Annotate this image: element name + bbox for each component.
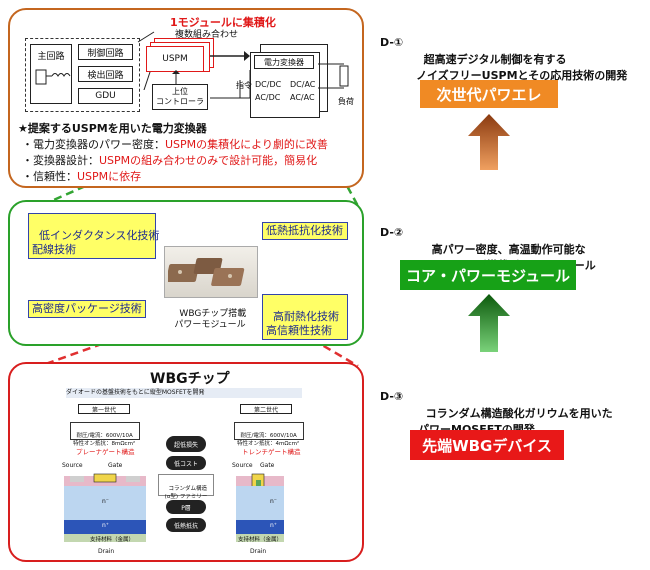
pill-low-cost: 低コスト: [166, 456, 206, 470]
d2-code: D-②: [380, 226, 404, 239]
bullet-2: ・変換器設計：USPMの組み合わせのみで設計可能，簡易化: [22, 152, 317, 168]
d1-text: 超高速デジタル制御を有する ノイズフリーUSPMとその応用技術の開発: [416, 53, 628, 82]
main-circuit-label: 主回路: [37, 52, 65, 62]
gen2-struct: トレンチゲート構造: [242, 448, 301, 456]
gen2-drain-label: Drain: [250, 548, 267, 555]
gen2-device-diagram: [236, 473, 284, 542]
converter-dcdc: DC/DC: [255, 80, 282, 89]
gen1-spec: 耐圧/電流：600V/10A 特性オン抵抗：8mΩcm²: [73, 433, 136, 447]
d3-tag-label: 先端WBGデバイス: [422, 436, 552, 455]
bullet-3: ・信頼性：USPMに依存: [22, 168, 141, 184]
tech-high-density-label: 高密度パッケージ技術: [32, 302, 142, 315]
pill-ultra-low-loss-label: 超低損失: [173, 441, 198, 449]
converter-label: 電力変換器: [264, 57, 304, 67]
converter-dcac: DC/AC: [290, 80, 316, 89]
corundum-box: コランダム構造 (α型) ファミリー: [158, 474, 214, 500]
up-arrow-icon: [468, 114, 510, 170]
gen1-drain-label: Drain: [98, 548, 115, 555]
uspm-arrow: [210, 51, 250, 61]
circuit-symbol-icon: [35, 69, 71, 85]
d2-tag-label: コア・パワーモジュール: [406, 266, 570, 285]
proposal-heading: ★提案するUSPMを用いた電力変換器: [18, 122, 207, 135]
tech-low-inductance-label: 低インダクタンス化技術 配線技術: [32, 229, 160, 256]
control-circuit-label: 制御回路: [87, 48, 124, 59]
tech-low-thermal-label: 低熱抵抗化技術: [266, 224, 343, 237]
gen1-n-plus: n⁺: [102, 522, 109, 529]
upper-controller-box: 上位 コントローラ: [152, 84, 208, 110]
gen1-label: 第一世代: [91, 406, 116, 414]
uspm-box: USPM: [146, 46, 204, 72]
gen2-label: 第二世代: [253, 406, 278, 414]
bullet-3-head: ・信頼性：: [22, 170, 77, 183]
tech-low-inductance: 低インダクタンス化技術 配線技術: [28, 213, 160, 259]
corundum-label: コランダム構造 (α型) ファミリー: [164, 486, 208, 500]
d1-tag-label: 次世代パワエレ: [436, 85, 542, 104]
bullet-2-head: ・変換器設計：: [22, 154, 99, 167]
gdu-label: GDU: [95, 91, 116, 101]
d3-tag: 先端WBGデバイス: [410, 430, 564, 460]
upper-controller-label: 上位 コントローラ: [156, 87, 204, 106]
bullet-1-head: ・電力変換器のパワー密度：: [22, 138, 165, 151]
detect-circuit-label: 検出回路: [87, 70, 124, 81]
gen1-label-box: 第一世代: [78, 404, 130, 414]
gen1-struct: プレーナゲート構造: [76, 448, 135, 456]
load-label: 負荷: [338, 97, 354, 106]
gen2-n-plus: n⁺: [270, 522, 277, 529]
pill-low-cost-label: 低コスト: [173, 460, 198, 468]
load-symbol-icon: [318, 63, 349, 89]
gen2-substrate: 支持材料（金属）: [238, 537, 283, 543]
bullet-3-body: USPMに依存: [77, 170, 142, 183]
bullet-1: ・電力変換器のパワー密度：USPMの集積化により劇的に改善: [22, 136, 328, 152]
uspm-label: USPM: [162, 54, 188, 64]
module-caption: WBGチップ搭載 パワーモジュール: [164, 298, 256, 331]
d3-code: D-③: [380, 390, 404, 403]
converter-acac: AC/AC: [290, 93, 315, 102]
control-circuit-box: 制御回路: [78, 44, 133, 60]
gen2-gate-label: Gate: [260, 462, 275, 469]
gen1-source-label: Source: [62, 462, 83, 469]
converter-title-box: 電力変換器: [254, 55, 314, 69]
bullet-2-body: USPMの組み合わせのみで設計可能，簡易化: [99, 154, 318, 167]
wbg-subtitle-bar: ダイオードの基盤技術をもとに縦型MOSFETを開発: [66, 388, 302, 398]
d2-tag: コア・パワーモジュール: [400, 260, 576, 290]
gen1-device-diagram: [64, 473, 146, 542]
gen1-substrate: 支持材料（金属）: [90, 537, 135, 543]
tech-low-thermal: 低熱抵抗化技術: [262, 222, 348, 240]
wbg-chip-title: WBGチップ: [150, 371, 230, 387]
pill-p-layer-label: P層: [181, 504, 191, 512]
controller-arrows: [172, 70, 251, 99]
command-label: 指令: [236, 81, 252, 90]
converter-acdc: AC/DC: [255, 93, 281, 102]
pill-low-thermal: 低熱抵抗: [166, 518, 206, 532]
tech-heat-reliability-label: 高耐熱化技術 高信頼性技術: [266, 310, 339, 337]
pill-low-thermal-label: 低熱抵抗: [173, 522, 198, 530]
detect-circuit-box: 検出回路: [78, 66, 133, 82]
gen1-n-minus: n⁻: [102, 498, 109, 505]
gen2-source-label: Source: [232, 462, 253, 469]
tech-high-density: 高密度パッケージ技術: [28, 300, 146, 318]
main-circuit-group: [25, 38, 140, 112]
d1-description: 超高速デジタル制御を有する ノイズフリーUSPMとその応用技術の開発: [416, 36, 627, 84]
gdu-box: GDU: [78, 88, 133, 104]
integration-banner: 1モジュールに集積化: [170, 16, 276, 29]
gen1-gate-label: Gate: [108, 462, 123, 469]
gen2-n-minus: n⁻: [270, 498, 277, 505]
gen2-label-box: 第二世代: [240, 404, 292, 414]
bullet-1-body: USPMの集積化により劇的に改善: [165, 138, 328, 151]
module-image-icon: [168, 258, 245, 286]
pill-p-layer: P層: [166, 500, 206, 514]
pill-ultra-low-loss: 超低損失: [166, 436, 206, 452]
d1-code: D-①: [380, 36, 404, 49]
module-caption-text: WBGチップ搭載 パワーモジュール: [174, 309, 247, 330]
gen2-spec-box: 耐圧/電流：600V/10A 特性オン抵抗：4mΩcm²: [234, 422, 304, 447]
gen1-spec-box: 耐圧/電流：600V/10A 特性オン抵抗：8mΩcm²: [70, 422, 140, 447]
wbg-subtitle: ダイオードの基盤技術をもとに縦型MOSFETを開発: [66, 389, 205, 396]
up-arrow-icon-2: [468, 294, 510, 352]
d1-tag: 次世代パワエレ: [420, 80, 558, 108]
tech-heat-reliability: 高耐熱化技術 高信頼性技術: [262, 294, 348, 340]
gen2-spec: 耐圧/電流：600V/10A 特性オン抵抗：4mΩcm²: [237, 433, 300, 447]
combo-label: 複数組み合わせ: [175, 30, 239, 40]
